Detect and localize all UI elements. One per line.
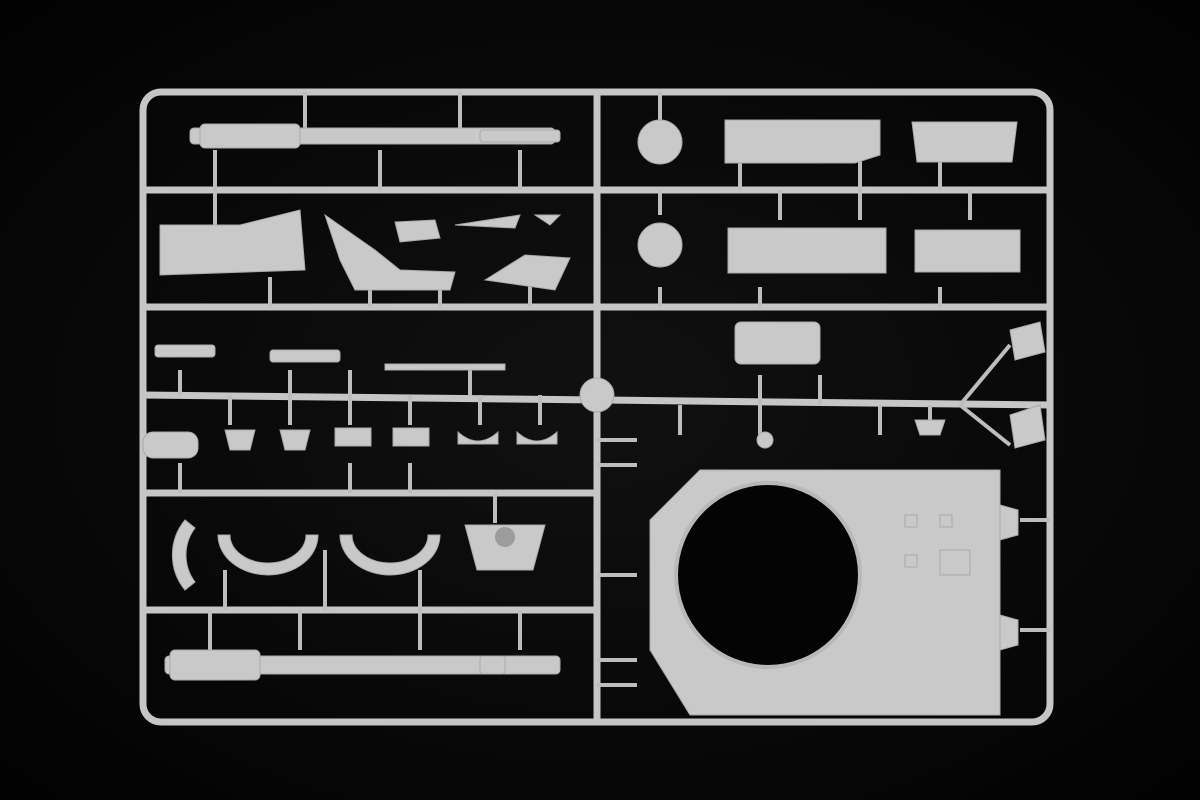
- small-parts-right: [756, 321, 1046, 449]
- armor-plates-left: [159, 209, 571, 291]
- gates: [178, 92, 1050, 687]
- hub-center: [579, 377, 615, 413]
- small-parts-left: [142, 344, 558, 459]
- hatches-right: [637, 119, 1021, 365]
- curved-parts: [172, 519, 546, 591]
- gun-barrel-top: [189, 123, 561, 149]
- gun-barrel-bottom: [164, 649, 561, 681]
- turret: [649, 469, 1019, 716]
